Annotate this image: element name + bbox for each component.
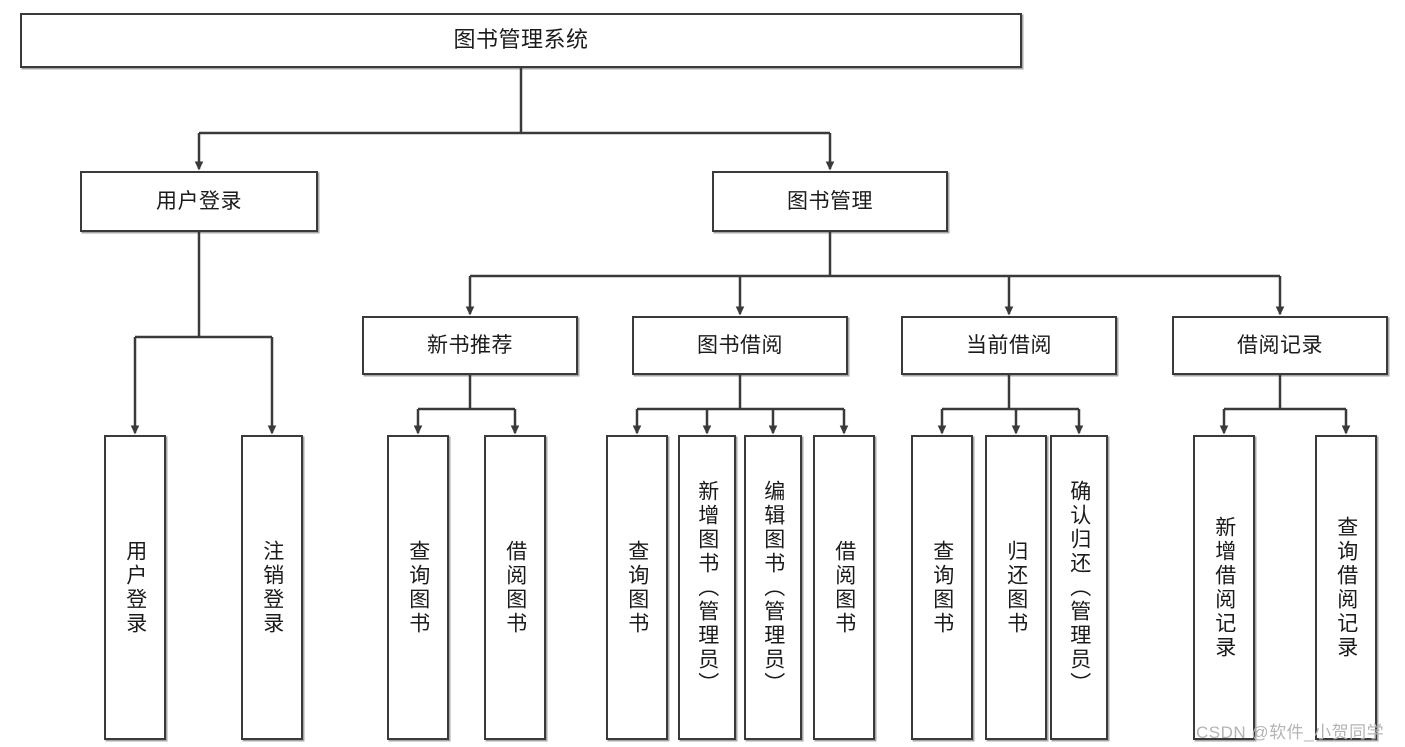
node-label: 用户登录: [123, 539, 147, 636]
node-leaf-4[interactable]: 借阅图书: [484, 435, 546, 740]
node-label: 借阅图书: [503, 539, 527, 636]
node-leaf-11[interactable]: 确认归还（管理员）: [1050, 435, 1108, 740]
node-label: 查询借阅记录: [1334, 515, 1358, 660]
node-records[interactable]: 借阅记录: [1172, 316, 1388, 375]
node-label: 图书借阅: [697, 333, 783, 357]
node-leaf-8[interactable]: 借阅图书: [813, 435, 875, 740]
node-leaf-13[interactable]: 查询借阅记录: [1315, 435, 1377, 740]
node-leaf-2[interactable]: 注销登录: [241, 435, 303, 740]
node-leaf-6[interactable]: 新增图书（管理员）: [678, 435, 736, 740]
node-login[interactable]: 用户登录: [80, 171, 318, 232]
node-label: 图书管理系统: [453, 27, 589, 53]
node-label: 新增借阅记录: [1212, 515, 1236, 660]
node-label: 注销登录: [260, 539, 284, 636]
node-label: 编辑图书（管理员）: [761, 479, 785, 696]
node-leaf-10[interactable]: 归还图书: [985, 435, 1047, 740]
node-label: 新书推荐: [427, 333, 513, 357]
node-borrow[interactable]: 图书借阅: [632, 316, 848, 375]
node-label: 借阅记录: [1237, 333, 1323, 357]
node-leaf-5[interactable]: 查询图书: [606, 435, 668, 740]
node-current[interactable]: 当前借阅: [901, 316, 1117, 375]
node-leaf-3[interactable]: 查询图书: [387, 435, 449, 740]
node-label: 用户登录: [156, 189, 242, 213]
node-leaf-12[interactable]: 新增借阅记录: [1193, 435, 1255, 740]
node-label: 归还图书: [1004, 539, 1028, 636]
node-label: 新增图书（管理员）: [695, 479, 719, 696]
node-label: 借阅图书: [832, 539, 856, 636]
node-label: 图书管理: [787, 189, 873, 213]
node-bookmgmt[interactable]: 图书管理: [712, 171, 948, 232]
node-root[interactable]: 图书管理系统: [20, 13, 1022, 68]
node-label: 查询图书: [625, 539, 649, 636]
node-leaf-9[interactable]: 查询图书: [911, 435, 973, 740]
csdn-watermark: CSDN @软件_小贺同学: [1196, 723, 1385, 742]
edge-paths: [130, 68, 1351, 435]
node-newbook[interactable]: 新书推荐: [362, 316, 578, 375]
node-leaf-7[interactable]: 编辑图书（管理员）: [744, 435, 802, 740]
node-leaf-1[interactable]: 用户登录: [104, 435, 166, 740]
node-label: 查询图书: [930, 539, 954, 636]
node-label: 确认归还（管理员）: [1067, 479, 1091, 696]
node-label: 查询图书: [406, 539, 430, 636]
node-label: 当前借阅: [966, 333, 1052, 357]
